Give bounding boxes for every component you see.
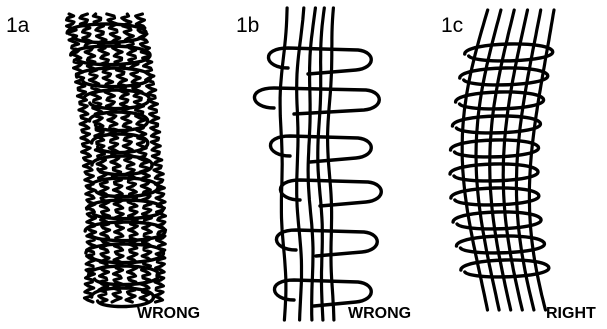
panel-1c-label: 1c: [441, 14, 463, 37]
panel-1a-loop: [85, 198, 165, 221]
panel-1c-loop: [454, 234, 547, 255]
panel-1a-loop: [69, 44, 152, 67]
panel-1a-loop: [83, 220, 167, 243]
panel-1b-verdict: WRONG: [348, 305, 411, 322]
panel-1c-loop: [458, 66, 550, 87]
panel-1a-verdict: WRONG: [137, 305, 200, 322]
panel-1b-strand: [316, 6, 326, 322]
panel-1c: 1c RIGHT: [441, 8, 596, 322]
panel-1a-drawing: [65, 12, 168, 309]
panel-1a-loop: [89, 132, 150, 155]
panel-1b-loop: [252, 86, 381, 116]
panel-1b-drawing: [252, 6, 383, 322]
panel-1c-loop: [463, 42, 555, 63]
panel-1b-strand: [306, 6, 317, 322]
panel-1b-loop: [268, 134, 373, 164]
panel-1a-strand: [91, 12, 125, 304]
panel-1a-loop: [65, 22, 148, 45]
panel-1b: 1b WRONG: [236, 6, 411, 322]
panel-1a-strand: [134, 12, 168, 304]
panel-1a-loop: [75, 66, 153, 89]
panel-1a-loop: [84, 242, 166, 265]
panel-1a-loop: [87, 110, 150, 133]
panel-1b-loop: [278, 178, 383, 208]
panel-1b-loop: [274, 228, 379, 258]
panel-1a-loop: [88, 176, 160, 199]
panel-1b-strand: [326, 6, 336, 322]
panel-1c-verdict: RIGHT: [546, 305, 596, 322]
panel-1c-loop: [449, 186, 541, 207]
panel-1c-drawing: [448, 8, 556, 312]
panel-1a-loop: [86, 264, 161, 287]
panel-1a-loop: [82, 88, 151, 111]
panel-1a-strand: [65, 12, 98, 304]
panel-1b-loop: [266, 46, 373, 76]
panel-1a-loop: [90, 154, 154, 177]
panel-1c-loop: [459, 258, 551, 279]
panel-1a-label: 1a: [6, 14, 30, 37]
panel-1b-strand: [278, 6, 289, 322]
panel-1c-loop: [448, 138, 541, 159]
panel-1c-loop: [451, 210, 543, 231]
panel-1b-loop: [272, 278, 373, 308]
panel-1c-loop: [453, 90, 546, 111]
panel-1a: 1a WRONG: [6, 12, 200, 322]
panel-1c-loop: [448, 162, 540, 183]
panel-1b-strand: [295, 6, 306, 322]
panel-1c-loop: [450, 114, 543, 135]
panel-1b-label: 1b: [236, 14, 259, 37]
panel-1a-loop: [89, 286, 156, 309]
